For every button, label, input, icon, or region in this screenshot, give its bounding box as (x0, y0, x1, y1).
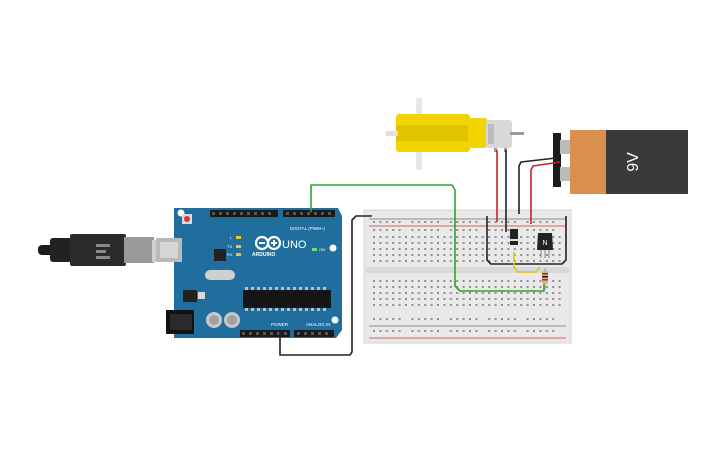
resistor[interactable] (542, 268, 548, 290)
led-on-label: ON (319, 247, 325, 252)
board-brand: ARDUINO (252, 252, 275, 258)
ground-wire-arduino (279, 215, 372, 356)
arduino-uno-board[interactable]: L TX RX ON UNO ARDUINO DIGITAL (PWM~) PO… (156, 208, 342, 338)
led-rx-label: RX (227, 252, 233, 257)
diode[interactable] (510, 229, 518, 245)
analog-header-label: ANALOG IN (306, 322, 331, 327)
npn-transistor[interactable]: N (537, 233, 553, 258)
board-model: UNO (282, 239, 307, 251)
battery-label: 9V (625, 152, 642, 172)
ground-loop-wire (486, 216, 567, 265)
digital-header-left[interactable] (210, 210, 278, 217)
dc-gear-motor[interactable] (386, 98, 524, 170)
yellow-jumper-wire (513, 252, 541, 273)
battery-9v[interactable]: 9V (553, 130, 688, 194)
battery-wire-black (518, 157, 557, 214)
battery-wire-red (530, 161, 561, 224)
breadboard-holes[interactable] (373, 221, 561, 332)
led-tx-label: TX (227, 244, 232, 249)
wires[interactable] (279, 150, 567, 356)
digital-header-label: DIGITAL (PWM~) (290, 226, 325, 231)
power-header-label: POWER (271, 322, 289, 327)
transistor-label: N (542, 240, 547, 247)
arduino-logo-icon (254, 235, 282, 251)
signal-wire (310, 184, 545, 292)
breadboard[interactable] (363, 209, 572, 344)
led-l-label: L (230, 235, 233, 240)
